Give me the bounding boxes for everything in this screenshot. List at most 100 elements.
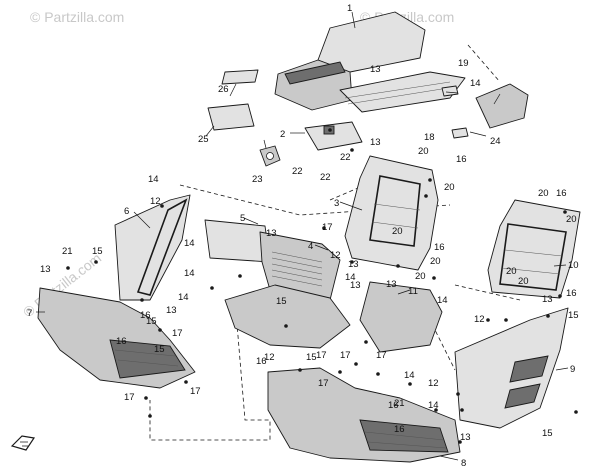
callout-20: 20: [392, 226, 403, 237]
callout-16: 16: [116, 336, 127, 347]
callout-16: 16: [556, 188, 567, 199]
part-seat-frame-center: [344, 155, 439, 271]
callout-13: 13: [266, 228, 277, 239]
callout-26: 26: [218, 84, 229, 95]
part-right-floor: [267, 367, 461, 463]
callout-20: 20: [538, 188, 549, 199]
part-center-console: [204, 219, 351, 349]
callout-25: 25: [198, 134, 209, 145]
callout-17: 17: [124, 392, 135, 403]
callout-16: 16: [456, 154, 467, 165]
callouts: 1 2 3 4 5 6 7 8 9 10 11 12 12 12 12 12 1…: [27, 3, 579, 469]
callout-12: 12: [474, 314, 485, 325]
callout-13: 13: [370, 64, 381, 75]
callout-21: 21: [62, 246, 73, 257]
callout-15: 15: [276, 296, 287, 307]
callout-3: 3: [334, 198, 339, 209]
callout-10: 10: [568, 260, 579, 271]
callout-20: 20: [566, 214, 577, 225]
part-hood: [274, 11, 466, 113]
callout-20: 20: [444, 182, 455, 193]
callout-13: 13: [350, 280, 361, 291]
callout-5: 5: [240, 213, 245, 224]
callout-14: 14: [184, 238, 195, 249]
part-covers: [207, 69, 529, 139]
part-seat-frame-right: [487, 199, 581, 299]
callout-1: 1: [347, 3, 352, 14]
callout-17: 17: [376, 350, 387, 361]
front-arrow-icon: [10, 435, 36, 451]
callout-20: 20: [506, 266, 517, 277]
watermark-top-left: © Partzilla.com: [30, 9, 124, 25]
callout-12: 12: [150, 196, 161, 207]
callout-20: 20: [430, 256, 441, 267]
callout-13: 13: [370, 137, 381, 148]
callout-20: 20: [415, 271, 426, 282]
callout-18: 18: [424, 132, 435, 143]
callout-6: 6: [124, 206, 129, 217]
part-left-side-panel: [114, 194, 191, 301]
callout-15: 15: [146, 316, 157, 327]
callout-16: 16: [566, 288, 577, 299]
callout-16: 16: [256, 356, 267, 367]
callout-19: 19: [458, 58, 469, 69]
callout-15: 15: [154, 344, 165, 355]
callout-14: 14: [437, 295, 448, 306]
callout-14: 14: [404, 370, 415, 381]
callout-9: 9: [570, 364, 575, 375]
callout-15: 15: [542, 428, 553, 439]
part-grommet: [259, 145, 281, 167]
callout-21: 21: [394, 398, 405, 409]
part-left-floor: [37, 287, 196, 389]
assembly-line: [467, 44, 501, 83]
part-right-side-panel: [454, 307, 569, 429]
callout-11: 11: [408, 286, 418, 297]
callout-22: 22: [320, 172, 331, 183]
fasteners: [66, 128, 578, 444]
assembly-line: [419, 299, 456, 371]
callout-14: 14: [345, 272, 356, 283]
callout-17: 17: [322, 222, 333, 233]
callout-12: 12: [428, 378, 439, 389]
part-right-inner-panel: [359, 281, 443, 353]
callout-24: 24: [490, 136, 501, 147]
callout-15: 15: [568, 310, 579, 321]
callout-13: 13: [166, 305, 177, 316]
leader-lines: [36, 11, 569, 461]
callout-12: 12: [330, 250, 341, 261]
callout-8: 8: [461, 458, 466, 469]
callout-20: 20: [518, 276, 529, 287]
callout-13: 13: [386, 279, 397, 290]
callout-13: 13: [40, 264, 51, 275]
callout-17: 17: [316, 350, 327, 361]
callout-13: 13: [542, 294, 553, 305]
callout-17: 17: [340, 350, 351, 361]
callout-15: 15: [92, 246, 103, 257]
callout-2: 2: [280, 129, 285, 140]
callout-16: 16: [394, 424, 405, 435]
callout-17: 17: [318, 378, 329, 389]
callout-23: 23: [252, 174, 263, 185]
callout-15: 15: [306, 352, 317, 363]
callout-16: 16: [434, 242, 445, 253]
assembly-line: [149, 299, 271, 441]
callout-4: 4: [308, 241, 313, 252]
part-bracket: [304, 121, 363, 151]
callout-20: 20: [418, 146, 429, 157]
callout-14: 14: [428, 400, 439, 411]
callout-17: 17: [172, 328, 183, 339]
callout-22: 22: [340, 152, 351, 163]
callout-17: 17: [190, 386, 201, 397]
callout-16: 16: [140, 310, 151, 321]
callout-12: 12: [264, 352, 275, 363]
callout-13: 13: [348, 259, 359, 270]
callout-22: 22: [292, 166, 303, 177]
callout-13: 13: [460, 432, 471, 443]
callout-14: 14: [148, 174, 159, 185]
callout-16: 16: [388, 400, 399, 411]
callout-14: 14: [470, 78, 481, 89]
callout-14: 14: [178, 292, 189, 303]
callout-7: 7: [27, 308, 32, 319]
callout-14: 14: [184, 268, 195, 279]
